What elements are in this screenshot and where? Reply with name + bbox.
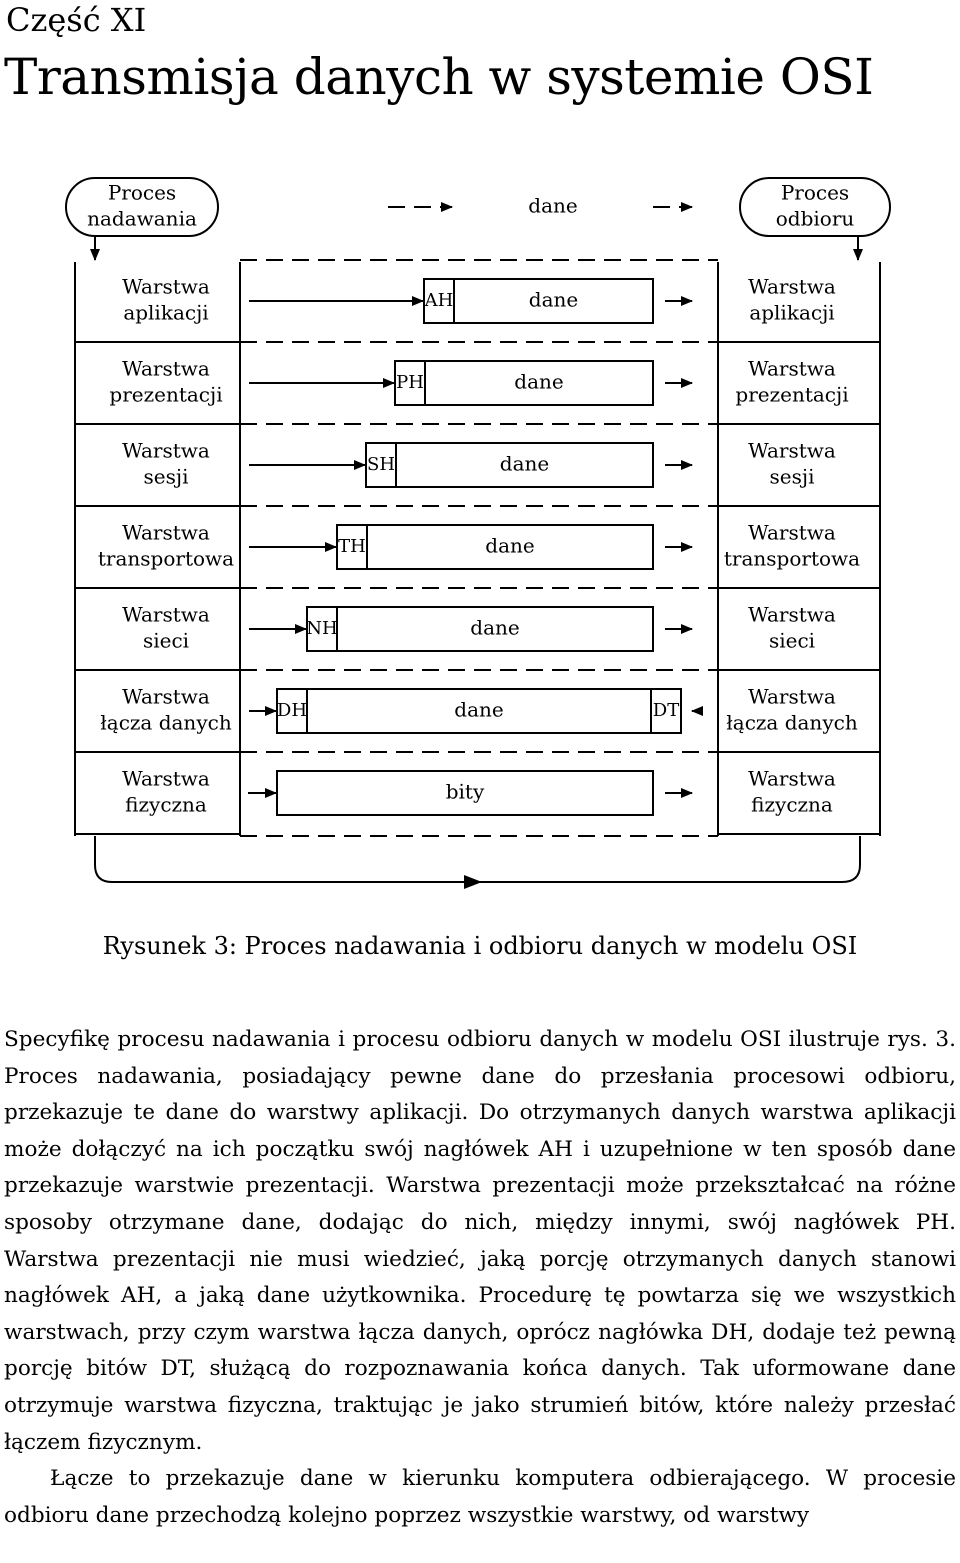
osi-transmission-diagram: ProcesnadawaniaProcesodbiorudaneWarstwaa… <box>65 177 891 889</box>
right-layer-label-6-line-2: łącza danych <box>726 711 858 735</box>
right-layer-label-2-line-2: prezentacji <box>735 383 848 407</box>
header-label-NH: NH <box>306 618 337 639</box>
header-label-TH: TH <box>338 536 366 557</box>
left-layer-label-3-line-1: Warstwa <box>122 439 210 463</box>
receiver-process-box <box>739 177 891 237</box>
right-layer-label-2-line-1: Warstwa <box>748 357 836 381</box>
pdu-content-label: dane <box>485 534 534 558</box>
sender-process-label-1: Proces <box>108 181 176 205</box>
left-layer-label-6-line-1: Warstwa <box>122 685 210 709</box>
pdu-box <box>394 360 654 406</box>
right-layer-label-1-line-2: aplikacji <box>749 301 834 325</box>
right-layer-label-6-line-1: Warstwa <box>748 685 836 709</box>
part-heading: Część XI <box>6 1 147 39</box>
header-label-SH: SH <box>367 454 395 475</box>
left-layer-label-1-line-1: Warstwa <box>122 275 210 299</box>
pdu-content-label: dane <box>514 370 563 394</box>
pdu-content-label: bity <box>446 780 485 804</box>
pdu-box <box>276 688 682 734</box>
figure-caption: Rysunek 3: Proces nadawania i odbioru da… <box>102 932 858 960</box>
left-layer-label-6-line-2: łącza danych <box>100 711 232 735</box>
right-layer-label-7-line-2: fizyczna <box>751 793 833 817</box>
right-layer-label-5-line-2: sieci <box>769 629 815 653</box>
physical-link-arrow-icon <box>464 875 482 889</box>
chapter-title: Transmisja danych w systemie OSI <box>4 48 874 106</box>
left-layer-label-2-line-1: Warstwa <box>122 357 210 381</box>
header-label-AH: AH <box>424 290 454 311</box>
physical-link-path <box>94 836 861 883</box>
pdu-content-label: dane <box>529 288 578 312</box>
pdu-box <box>423 278 654 324</box>
header-label-PH: PH <box>396 372 424 393</box>
pdu-box <box>336 524 654 570</box>
right-layer-label-1-line-1: Warstwa <box>748 275 836 299</box>
left-layer-label-7-line-1: Warstwa <box>122 767 210 791</box>
right-layer-label-3-line-1: Warstwa <box>748 439 836 463</box>
body-text: Specyfikę procesu nadawania i procesu od… <box>4 1022 956 1534</box>
right-layer-label-4-line-1: Warstwa <box>748 521 836 545</box>
paragraph-2: Łącze to przekazuje dane w kierunku komp… <box>4 1466 956 1528</box>
right-layer-label-4-line-2: transportowa <box>724 547 860 571</box>
left-layer-label-4-line-2: transportowa <box>98 547 234 571</box>
right-layer-label-3-line-2: sesji <box>770 465 815 489</box>
pdu-content-label: dane <box>454 698 503 722</box>
header-label-DH: DH <box>277 700 307 721</box>
paragraph-1: Specyfikę procesu nadawania i procesu od… <box>4 1027 956 1455</box>
right-layer-label-7-line-1: Warstwa <box>748 767 836 791</box>
pdu-box <box>306 606 654 652</box>
left-layer-label-7-line-2: fizyczna <box>125 793 207 817</box>
pdu-box <box>276 770 654 816</box>
left-layer-label-1-line-2: aplikacji <box>123 301 208 325</box>
trailer-label-DT: DT <box>653 700 679 721</box>
sender-process-box <box>65 177 219 237</box>
pdu-content-label: dane <box>470 616 519 640</box>
top-data-label: dane <box>528 194 577 218</box>
left-layer-label-5-line-1: Warstwa <box>122 603 210 627</box>
right-layer-label-5-line-1: Warstwa <box>748 603 836 627</box>
pdu-content-label: dane <box>500 452 549 476</box>
receiver-process-label-1: Proces <box>781 181 849 205</box>
left-layer-label-5-line-2: sieci <box>143 629 189 653</box>
receiver-process-label-2: odbioru <box>776 207 855 231</box>
left-layer-label-3-line-2: sesji <box>144 465 189 489</box>
left-layer-label-2-line-2: prezentacji <box>109 383 222 407</box>
sender-process-label-2: nadawania <box>87 207 197 231</box>
left-layer-label-4-line-1: Warstwa <box>122 521 210 545</box>
pdu-box <box>365 442 654 488</box>
